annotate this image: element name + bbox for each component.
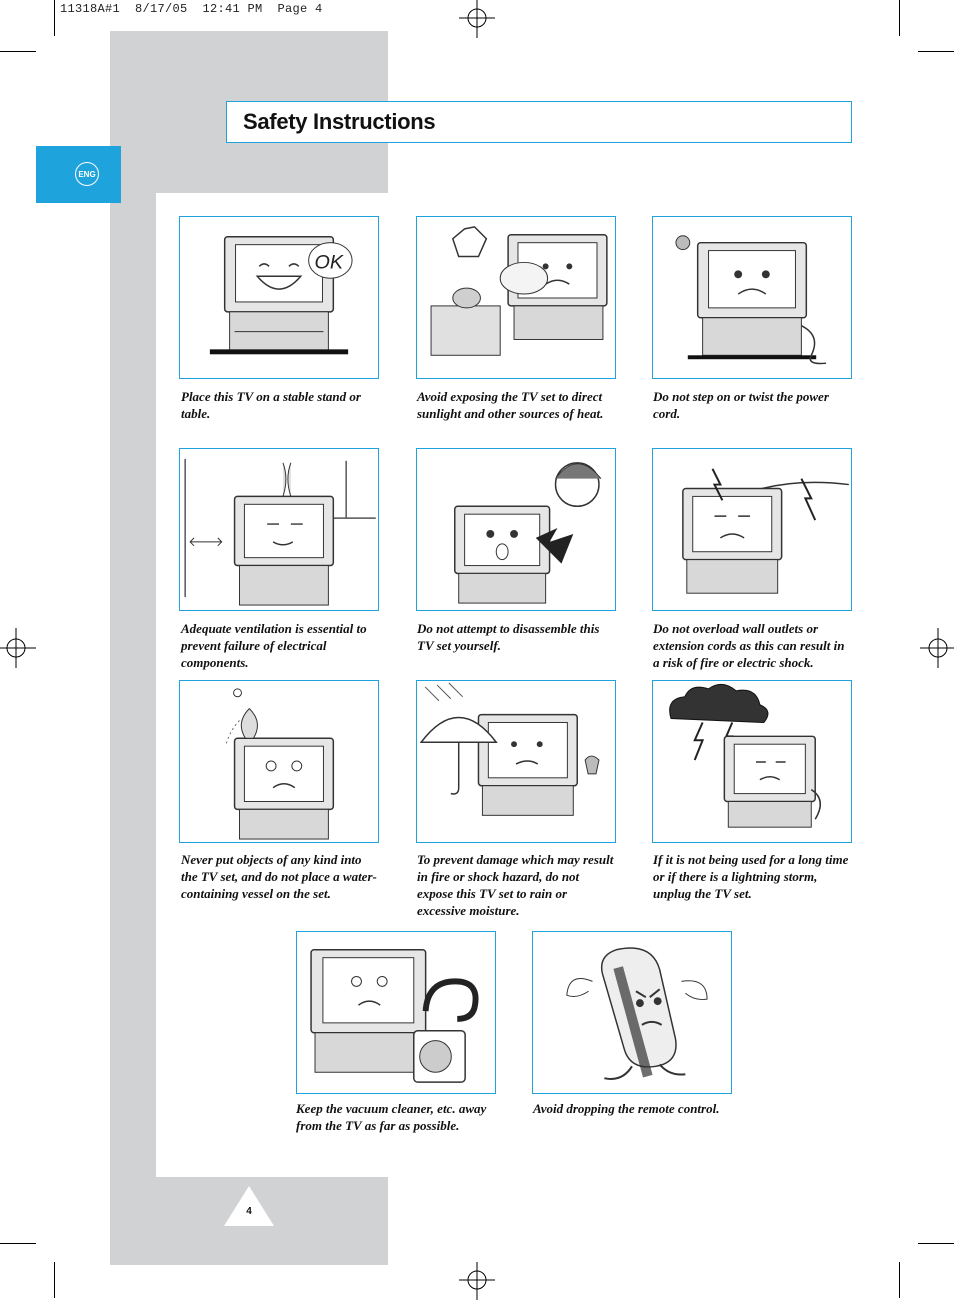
gray-band-bottom xyxy=(156,1177,388,1265)
language-badge: ENG xyxy=(75,162,99,186)
tv-heat-sun-icon xyxy=(430,226,608,356)
print-header: 11318A#1 8/17/05 12:41 PM Page 4 xyxy=(60,2,323,16)
tv-overload-outlet-icon xyxy=(682,468,849,594)
illustration-card xyxy=(179,680,379,843)
remote-control-icon xyxy=(566,947,708,1080)
instruction-caption: Keep the vacuum cleaner, etc. away from … xyxy=(296,1101,487,1133)
crop-mark xyxy=(54,0,55,36)
tv-vase-on-top-icon xyxy=(225,688,335,840)
registration-mark xyxy=(459,1262,495,1300)
illustration-card xyxy=(416,216,616,379)
tv-lightning-storm-icon xyxy=(669,683,821,828)
crop-mark xyxy=(918,1243,954,1244)
title-box: Safety Instructions xyxy=(226,101,852,143)
illustration-card xyxy=(416,680,616,843)
instruction-caption: To prevent damage which may result in fi… xyxy=(417,852,614,918)
page-number-marker xyxy=(224,1186,274,1226)
crop-mark xyxy=(899,1262,900,1298)
illustration-card: OK xyxy=(179,216,379,379)
crop-mark xyxy=(0,1243,36,1244)
instruction-caption: Do not overload wall outlets or extensio… xyxy=(653,621,845,670)
instruction-caption: Never put objects of any kind into the T… xyxy=(181,852,377,901)
page-title: Safety Instructions xyxy=(243,109,436,134)
registration-mark xyxy=(459,0,495,38)
page-number: 4 xyxy=(246,1206,252,1217)
gray-band-left xyxy=(110,193,156,1265)
tv-ventilation-icon xyxy=(184,458,376,606)
illustration-card xyxy=(296,931,496,1094)
tv-disassemble-shock-icon xyxy=(454,462,602,604)
registration-mark xyxy=(0,628,36,668)
tv-vacuum-cleaner-icon xyxy=(310,949,479,1083)
crop-mark xyxy=(918,51,954,52)
instruction-caption: Do not step on or twist the power cord. xyxy=(653,389,829,421)
registration-mark xyxy=(920,628,954,668)
instruction-caption: Place this TV on a stable stand or table… xyxy=(181,389,361,421)
instruction-caption: Do not attempt to disassemble this TV se… xyxy=(417,621,600,653)
illustration-card xyxy=(179,448,379,611)
illustration-card xyxy=(652,680,852,843)
crop-mark xyxy=(0,51,36,52)
illustration-card xyxy=(652,216,852,379)
tv-rain-umbrella-icon xyxy=(419,682,600,816)
instruction-caption: Avoid dropping the remote control. xyxy=(533,1101,720,1116)
crop-mark xyxy=(899,0,900,36)
crop-mark xyxy=(54,1262,55,1298)
instruction-caption: If it is not being used for a long time … xyxy=(653,852,849,901)
illustration-card xyxy=(652,448,852,611)
svg-text:OK: OK xyxy=(315,251,344,273)
instruction-caption: Avoid exposing the TV set to direct sunl… xyxy=(417,389,604,421)
tv-power-cord-icon xyxy=(675,235,827,365)
tv-on-stand-ok-icon: OK xyxy=(209,236,353,355)
illustration-card xyxy=(416,448,616,611)
illustration-card xyxy=(532,931,732,1094)
instruction-caption: Adequate ventilation is essential to pre… xyxy=(181,621,367,670)
